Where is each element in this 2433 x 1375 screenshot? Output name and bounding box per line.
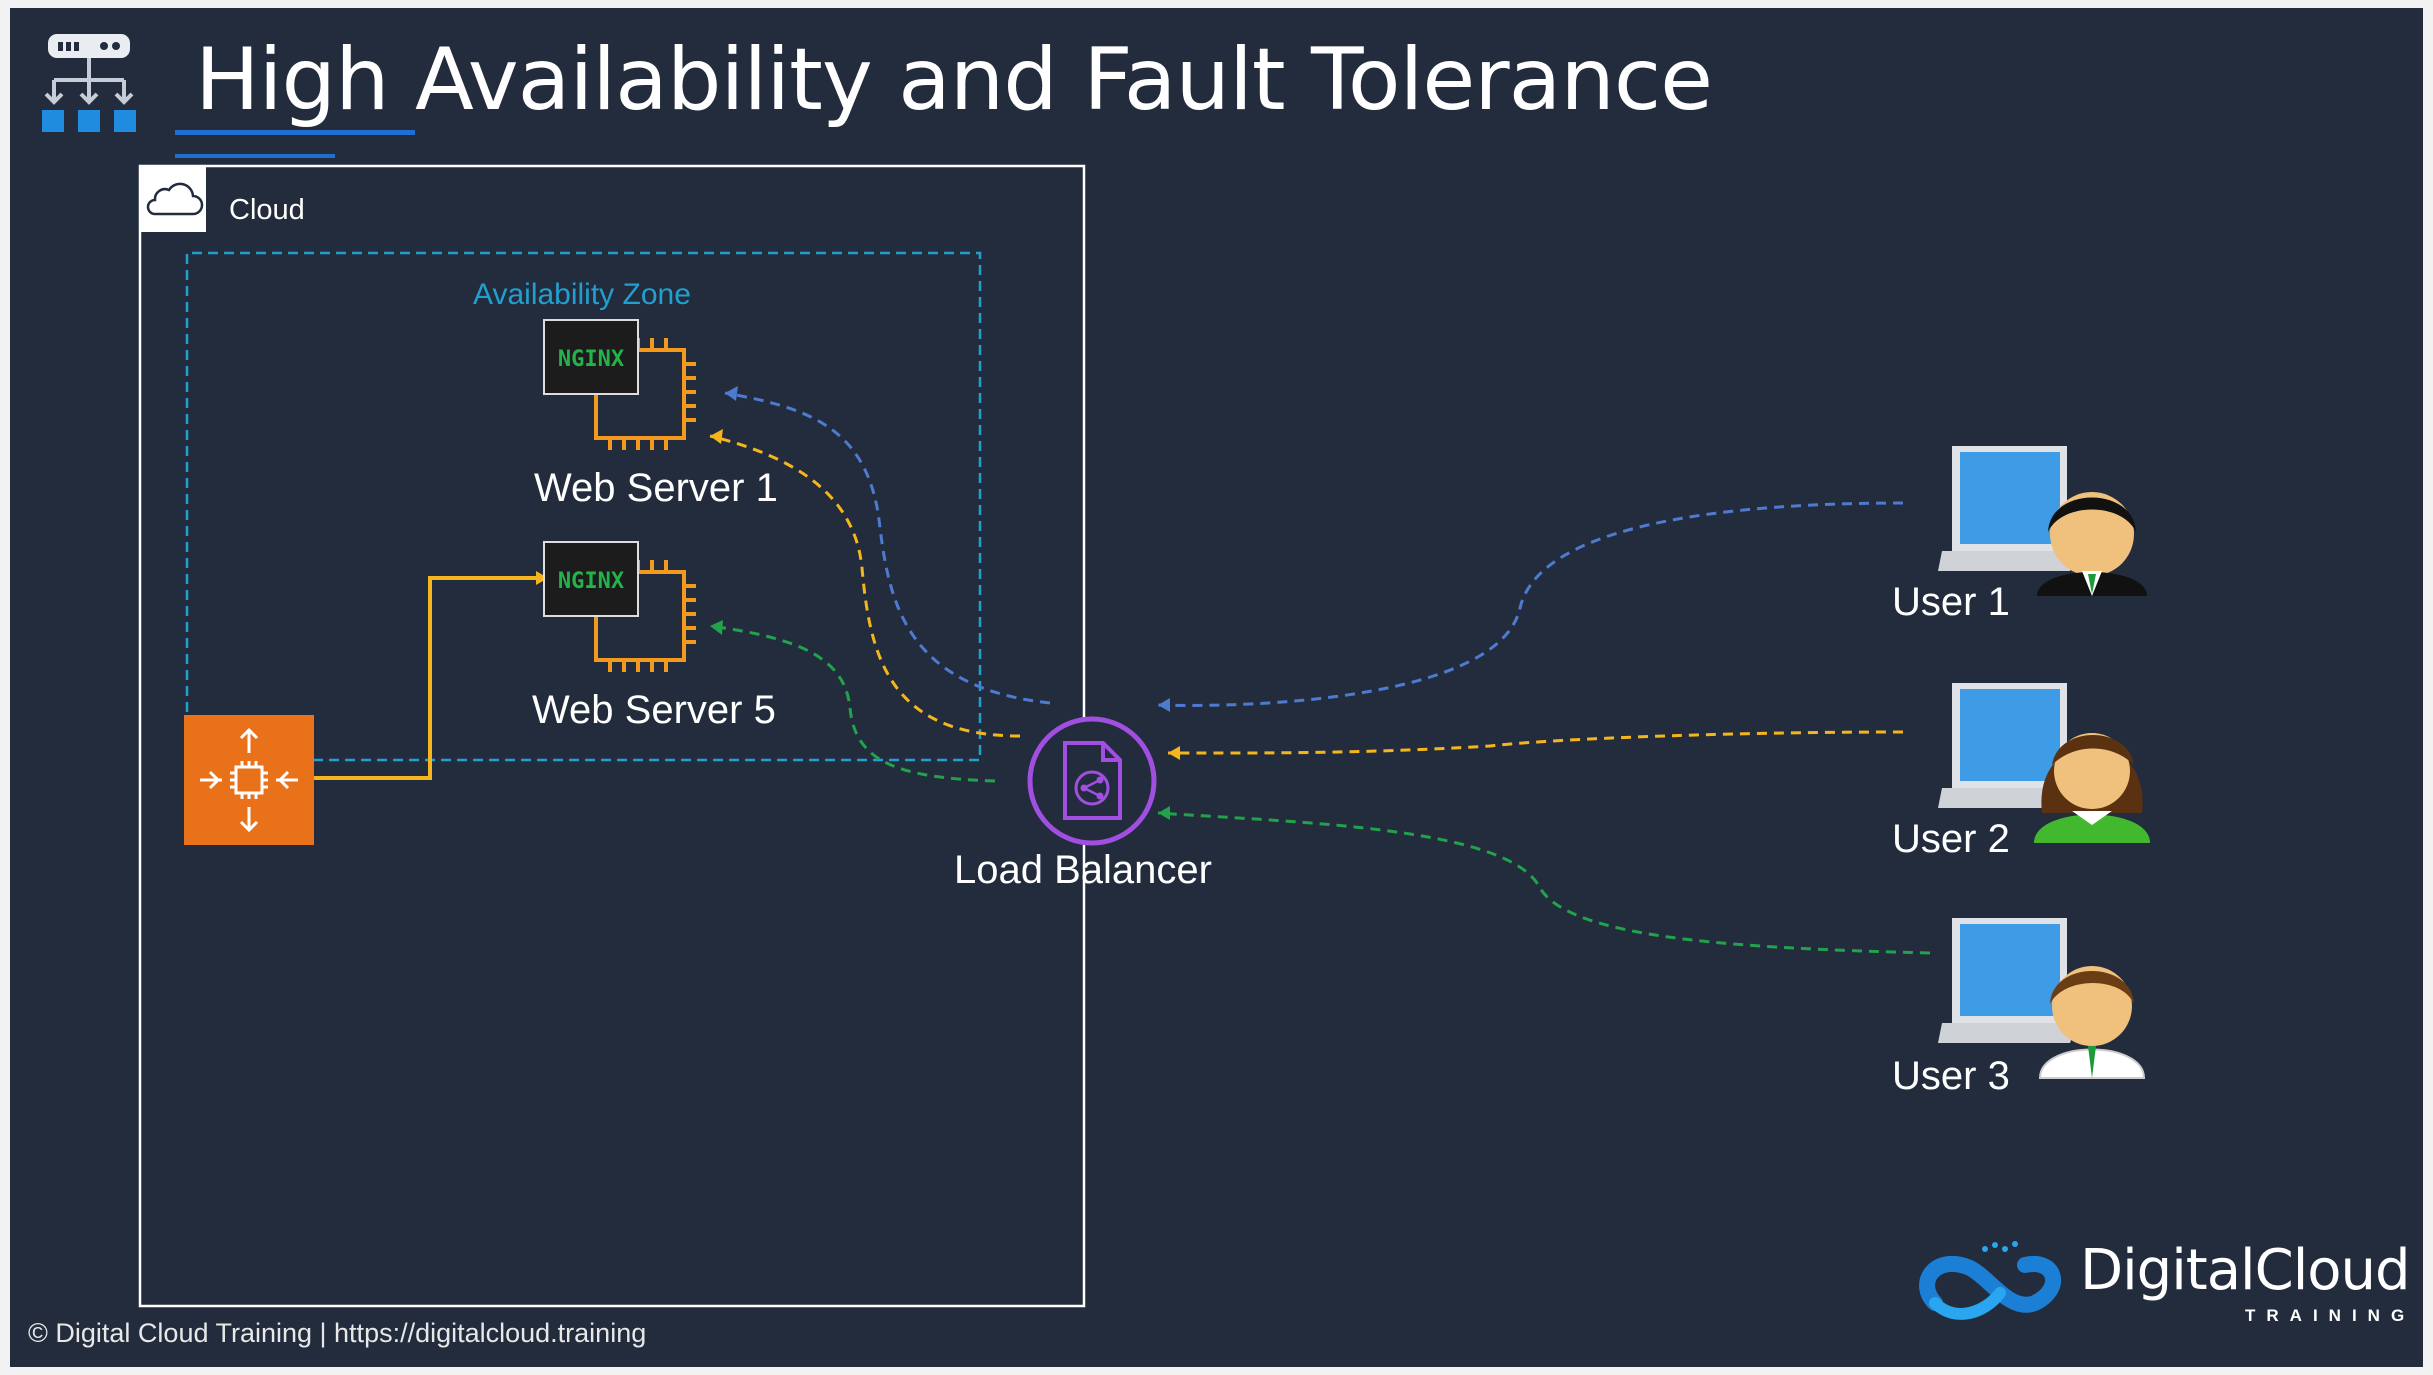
load-balancer-icon — [1027, 716, 1157, 846]
cloud-icon — [140, 166, 206, 232]
slide-title: High Availability and Fault Tolerance — [195, 30, 1713, 130]
network-hierarchy-icon — [42, 34, 136, 132]
user-1-label: User 1 — [1892, 580, 2010, 624]
digitalcloud-logo-icon — [1919, 1241, 2062, 1320]
svg-text:NGINX: NGINX — [558, 569, 624, 594]
flow-lb-to-server5-green — [709, 624, 996, 783]
flow-lb-to-server1-blue — [724, 391, 1051, 705]
cloud-label: Cloud — [229, 194, 305, 226]
title-underline-secondary — [175, 154, 335, 158]
traffic-flows — [709, 391, 1931, 955]
nginx-logo: NGINX — [543, 541, 639, 617]
user-3-label: User 3 — [1892, 1054, 2010, 1098]
availability-zone-boundary — [185, 251, 982, 762]
architecture-diagram: NGINX NGINX — [138, 164, 2150, 1320]
auto-scaling-icon — [184, 715, 314, 845]
connector-arrow — [536, 571, 548, 585]
nginx-logo: NGINX — [543, 319, 639, 395]
web-server-1: NGINX — [543, 319, 696, 450]
web-server-5-label: Web Server 5 — [532, 688, 776, 732]
arrow-server1-yellow — [710, 429, 723, 444]
title-underline — [175, 130, 415, 135]
flow-user2-to-lb — [1167, 730, 1904, 755]
web-server-5: NGINX — [543, 541, 696, 672]
user-1-icon — [1938, 446, 2147, 596]
load-balancer-label: Load Balancer — [954, 848, 1212, 892]
user-2-icon — [1938, 683, 2150, 843]
flow-user1-to-lb — [1157, 501, 1904, 707]
brand-tagline: TRAINING — [2245, 1306, 2416, 1325]
arrow-server1-blue — [725, 386, 738, 401]
flow-lb-to-server1-yellow — [709, 434, 1021, 738]
brand-name: DigitalCloud — [2080, 1238, 2411, 1303]
footer-copyright: © Digital Cloud Training | https://digit… — [28, 1318, 647, 1348]
arrow-lb-yellow — [1168, 746, 1180, 760]
slide: High Availability and Fault Tolerance — [10, 8, 2423, 1367]
user-2-label: User 2 — [1892, 817, 2010, 861]
availability-zone-label: Availability Zone — [473, 278, 691, 311]
web-server-1-label: Web Server 1 — [534, 466, 778, 510]
auto-scaling-connector — [312, 576, 540, 780]
arrow-lb-green — [1158, 806, 1170, 820]
arrow-lb-blue — [1158, 698, 1170, 712]
svg-text:NGINX: NGINX — [558, 347, 624, 372]
flow-user3-to-lb — [1157, 811, 1931, 955]
user-3-icon — [1938, 918, 2146, 1079]
arrow-server5-green — [710, 620, 723, 635]
